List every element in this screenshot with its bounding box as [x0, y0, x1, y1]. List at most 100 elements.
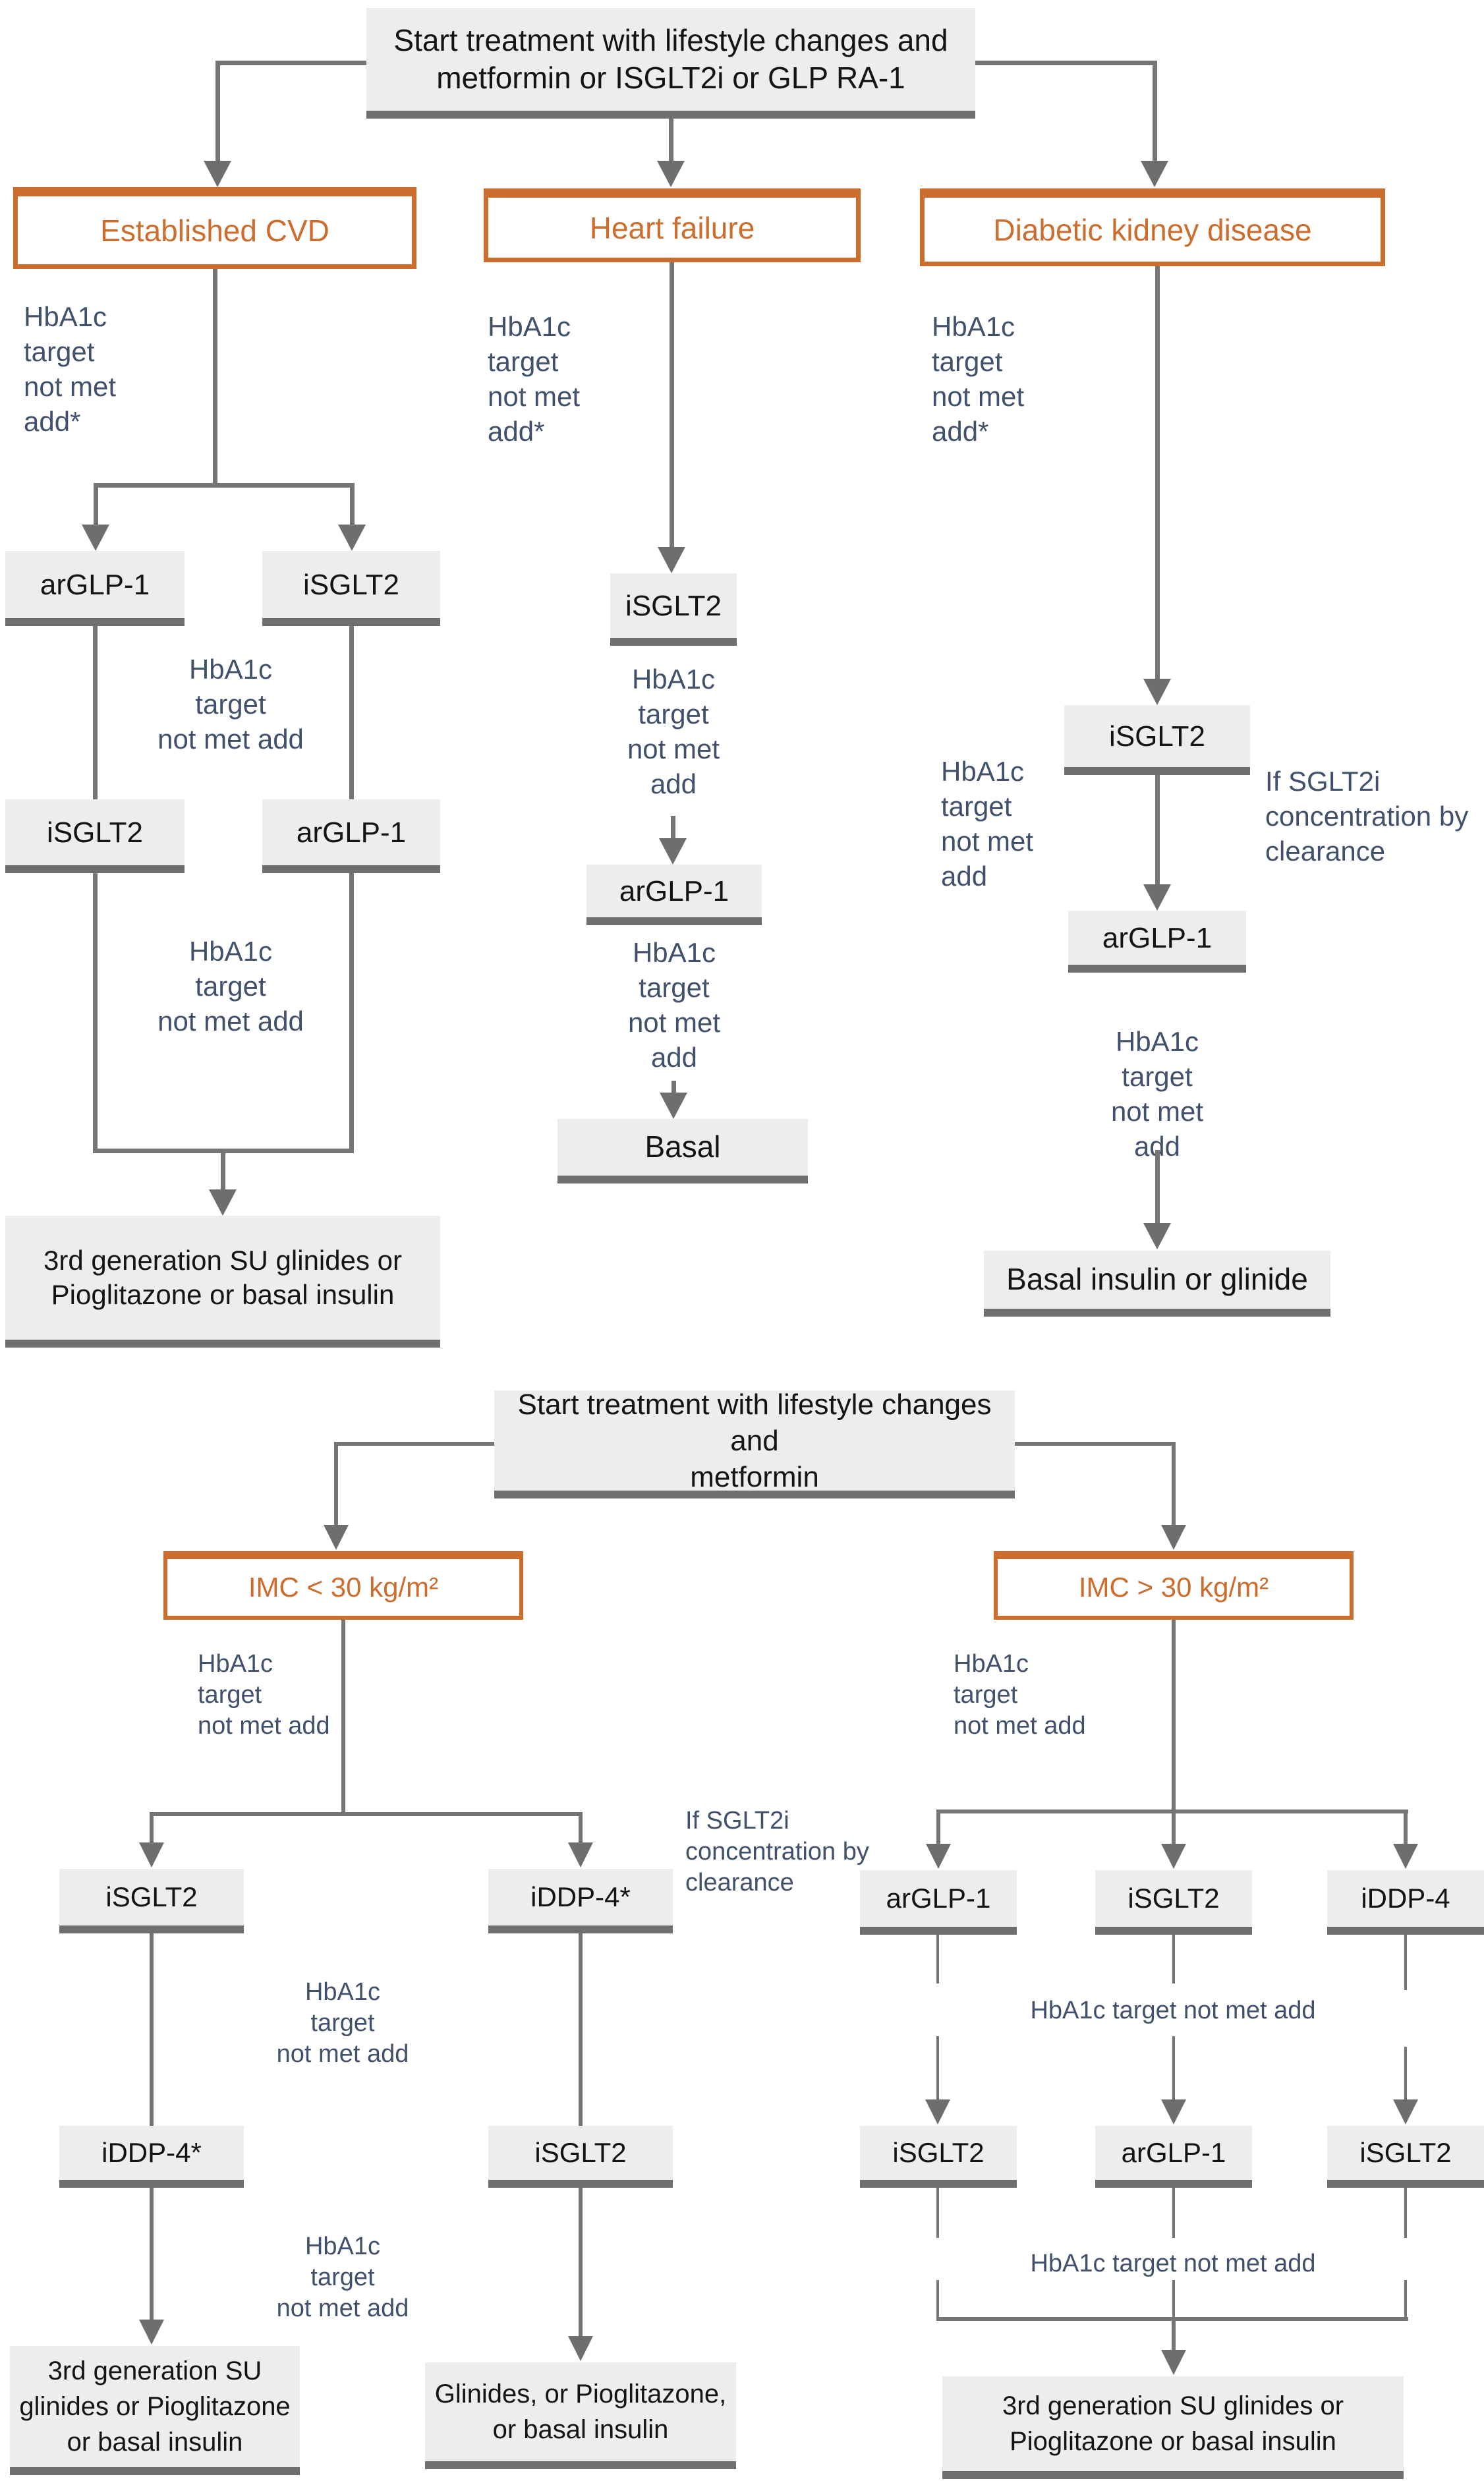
connector [936, 1810, 940, 1844]
branch-header-imc-over-30: IMC > 30 kg/m² [994, 1551, 1354, 1620]
connector [975, 61, 1155, 65]
connector [1172, 2317, 1176, 2350]
connector [349, 626, 354, 799]
branch-header-imc-under-30: IMC < 30 kg/m² [163, 1551, 523, 1620]
arrowhead-down-icon [1143, 884, 1171, 911]
arrowhead-down-icon [1161, 2099, 1186, 2125]
connector [1155, 775, 1160, 884]
label-sglt2i-clearance-note: If SGLT2i concentration by clearance [1265, 766, 1469, 867]
connector [217, 61, 366, 65]
connector [1172, 2188, 1175, 2238]
branch-header-established-cvd-label: Established CVD [100, 213, 329, 248]
connector [1404, 2188, 1407, 2238]
connector [215, 61, 220, 161]
node-final-lowbmi-2: Glinides, or Pioglitazone, or basal insu… [425, 2362, 736, 2469]
connector [93, 873, 98, 1149]
node-arglp1-highbmi-row2: arGLP-1 [1095, 2126, 1252, 2188]
branch-header-diabetic-kidney-disease-label: Diabetic kidney disease [993, 212, 1312, 247]
node-isglt2-lowbmi-row1: iSGLT2 [59, 1869, 244, 1933]
arrowhead-down-icon [925, 2099, 950, 2125]
arrowhead-down-icon [204, 161, 231, 187]
start-node-bottom-line1: Start treatment with lifestyle changes a… [517, 1388, 992, 1457]
node-arglp1-cvd-row2: arGLP-1 [262, 799, 440, 873]
connector [93, 1149, 354, 1153]
branch-header-established-cvd: Established CVD [13, 187, 416, 269]
node-arglp1-highbmi-row1: arGLP-1 [860, 1870, 1017, 1935]
label-hba1c-cvd-2: HbA1c target not met add [157, 654, 304, 755]
start-node-bottom-line2: metformin [690, 1460, 819, 1493]
node-isglt2-highbmi-row2a: iSGLT2 [860, 2126, 1017, 2188]
arrowhead-down-icon [1143, 679, 1171, 705]
connector [221, 1153, 225, 1191]
arrowhead-down-icon [1143, 1223, 1171, 1249]
connector [1155, 1150, 1160, 1223]
connector [1404, 2280, 1407, 2317]
arrowhead-down-icon [568, 1842, 593, 1868]
connector [936, 1935, 939, 1983]
arrowhead-down-icon [659, 838, 687, 865]
label-hba1c-cvd-1: HbA1c target not met add* [24, 301, 117, 437]
connector [1172, 2036, 1175, 2099]
connector [350, 483, 355, 525]
node-iddp4-highbmi-row1: iDDP-4 [1327, 1870, 1484, 1935]
node-iddp4-lowbmi-row1: iDDP-4* [488, 1869, 673, 1933]
connector [1015, 1442, 1174, 1446]
start-node-bottom: Start treatment with lifestyle changes a… [494, 1388, 1015, 1498]
node-final-lowbmi-1: 3rd generation SU glinides or Pioglitazo… [10, 2346, 300, 2475]
arrowhead-down-icon [338, 525, 366, 551]
label-hba1c-hf-1: HbA1c target not met add* [488, 311, 581, 447]
node-basal-hf: Basal [557, 1119, 808, 1183]
connector [150, 2188, 154, 2320]
node-isglt2-hf: iSGLT2 [610, 573, 737, 646]
arrowhead-down-icon [1141, 161, 1168, 187]
label-hba1c-dkd-1: HbA1c target not met add* [932, 311, 1025, 447]
arrowhead-down-icon [926, 1844, 951, 1869]
connector [1172, 1810, 1176, 1844]
connector [1404, 1810, 1408, 1844]
arrowhead-down-icon [82, 525, 109, 551]
connector [579, 1812, 583, 1842]
label-hba1c-lowbmi-3: HbA1c target not met add [276, 2233, 409, 2323]
connector [1404, 1935, 1407, 1990]
connector [93, 626, 98, 799]
connector [1172, 1935, 1175, 1983]
arrowhead-down-icon [660, 1093, 687, 1119]
node-arglp1-dkd: arGLP-1 [1068, 911, 1246, 973]
arrowhead-down-icon [658, 547, 685, 573]
connector [1153, 61, 1157, 161]
connector [1404, 2047, 1407, 2099]
connector [1172, 1442, 1176, 1525]
connector [150, 1933, 154, 2126]
label-sglt2i-clearance-note-2: If SGLT2i concentration by clearance [685, 1807, 869, 1897]
label-hba1c-highbmi-3: HbA1c target not met add [1030, 2250, 1316, 2277]
label-hba1c-hf-3: HbA1c target not met add [627, 937, 721, 1073]
branch-header-diabetic-kidney-disease: Diabetic kidney disease [920, 188, 1385, 266]
node-isglt2-lowbmi-row2: iSGLT2 [488, 2126, 673, 2188]
connector [670, 262, 674, 547]
label-hba1c-highbmi-2: HbA1c target not met add [1030, 1997, 1316, 2024]
arrowhead-down-icon [324, 1525, 349, 1550]
connector [936, 2036, 939, 2099]
node-isglt2-dkd: iSGLT2 [1064, 705, 1250, 775]
node-final-highbmi: 3rd generation SU glinides or Pioglitazo… [942, 2376, 1404, 2479]
connector [94, 483, 98, 525]
connector [213, 269, 217, 483]
connector [150, 1812, 583, 1816]
arrowhead-down-icon [1393, 2099, 1418, 2125]
node-arglp1-hf: arGLP-1 [586, 865, 762, 925]
connector [936, 2280, 939, 2317]
label-hba1c-cvd-3: HbA1c target not met add [157, 936, 304, 1037]
connector [579, 2188, 583, 2336]
node-isglt2-cvd-row1: iSGLT2 [262, 551, 440, 626]
arrowhead-down-icon [139, 2320, 164, 2345]
node-basal-insulin-glinide-dkd: Basal insulin or glinide [984, 1251, 1330, 1317]
arrowhead-down-icon [1161, 2350, 1186, 2375]
node-isglt2-highbmi-row2b: iSGLT2 [1327, 2126, 1484, 2188]
start-node-top-line1: Start treatment with lifestyle changes a… [393, 22, 948, 57]
connector [669, 119, 673, 161]
connector [334, 1442, 338, 1525]
label-hba1c-dkd-3: HbA1c target not met add [1110, 1026, 1204, 1162]
arrowhead-down-icon [139, 1842, 164, 1868]
arrowhead-down-icon [1393, 1844, 1418, 1869]
